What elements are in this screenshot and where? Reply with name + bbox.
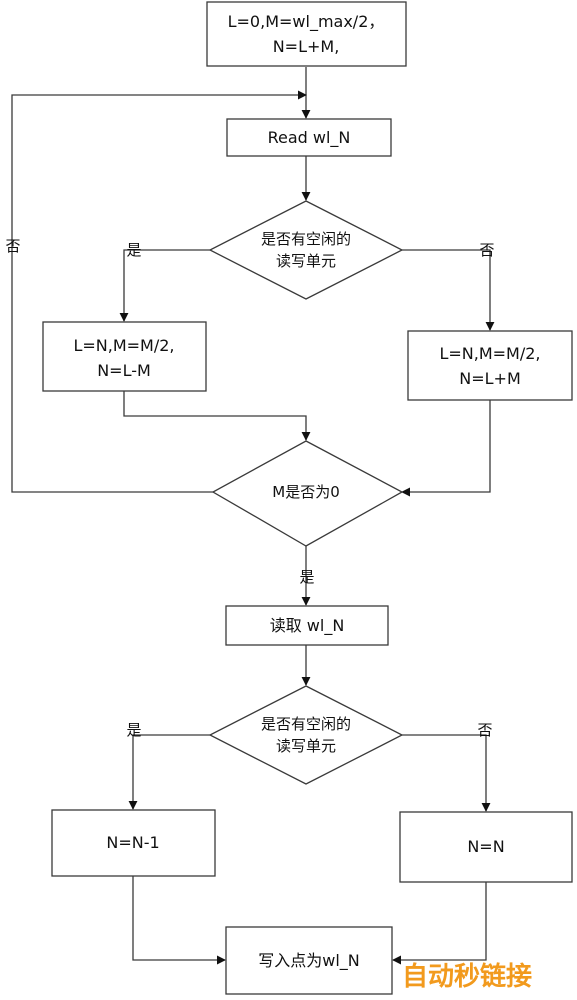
- read-label: Read wl_N: [268, 128, 351, 148]
- left2-node: N=N-1: [51, 809, 216, 877]
- final-node: 写入点为wl_N: [225, 926, 393, 995]
- decision3-line2: 读写单元: [276, 737, 336, 755]
- decision1-line2: 读写单元: [276, 252, 336, 270]
- right1-node: L=N,M=M/2, N=L+M: [407, 330, 573, 401]
- left1-line2: N=L-M: [97, 361, 151, 380]
- edge-decision2-loop-no: [11, 90, 307, 493]
- init-line1: L=0,M=wl_max/2，: [228, 12, 385, 32]
- read2-node: 读取 wl_N: [225, 605, 389, 646]
- decision2-yes-label: 是: [299, 568, 314, 586]
- final-label: 写入点为wl_N: [258, 951, 360, 971]
- loop-no-label: 否: [5, 237, 20, 255]
- read2-label: 读取 wl_N: [270, 616, 345, 636]
- decision1-no-label: 否: [479, 241, 494, 259]
- decision2-node: M是否为0: [211, 440, 404, 547]
- init-node: L=0,M=wl_max/2， N=L+M,: [206, 1, 407, 67]
- decision1-node: 是否有空闲的 读写单元: [208, 200, 404, 300]
- edge-decision1-no: [402, 249, 495, 331]
- right1-line2: N=L+M: [459, 369, 521, 388]
- edge-decision3-no: [402, 734, 491, 812]
- edge-right2-to-final: [392, 882, 487, 965]
- right2-node: N=N: [399, 811, 573, 883]
- decision1-line1: 是否有空闲的: [261, 230, 351, 248]
- edge-left1-to-decision2: [123, 391, 311, 441]
- read-node: Read wl_N: [226, 118, 392, 157]
- edge-decision1-yes: [119, 249, 210, 322]
- decision2-label: M是否为0: [272, 483, 340, 501]
- left2-label: N=N-1: [106, 833, 159, 852]
- decision3-no-label: 否: [477, 721, 492, 739]
- left1-node: L=N,M=M/2, N=L-M: [42, 321, 207, 392]
- right1-line1: L=N,M=M/2,: [439, 344, 540, 363]
- init-line2: N=L+M,: [273, 37, 340, 56]
- edge-left2-to-final: [132, 876, 226, 965]
- decision3-line1: 是否有空闲的: [261, 715, 351, 733]
- edge-right1-to-decision2: [401, 400, 491, 497]
- watermark-logo: 自动秒链接: [402, 961, 532, 992]
- right2-label: N=N: [467, 837, 504, 856]
- decision3-node: 是否有空闲的 读写单元: [208, 685, 404, 785]
- flow-edges: [11, 67, 495, 965]
- decision1-yes-label: 是: [126, 241, 141, 259]
- decision3-yes-label: 是: [126, 721, 141, 739]
- edge-decision3-yes: [128, 734, 210, 810]
- left1-line1: L=N,M=M/2,: [73, 336, 174, 355]
